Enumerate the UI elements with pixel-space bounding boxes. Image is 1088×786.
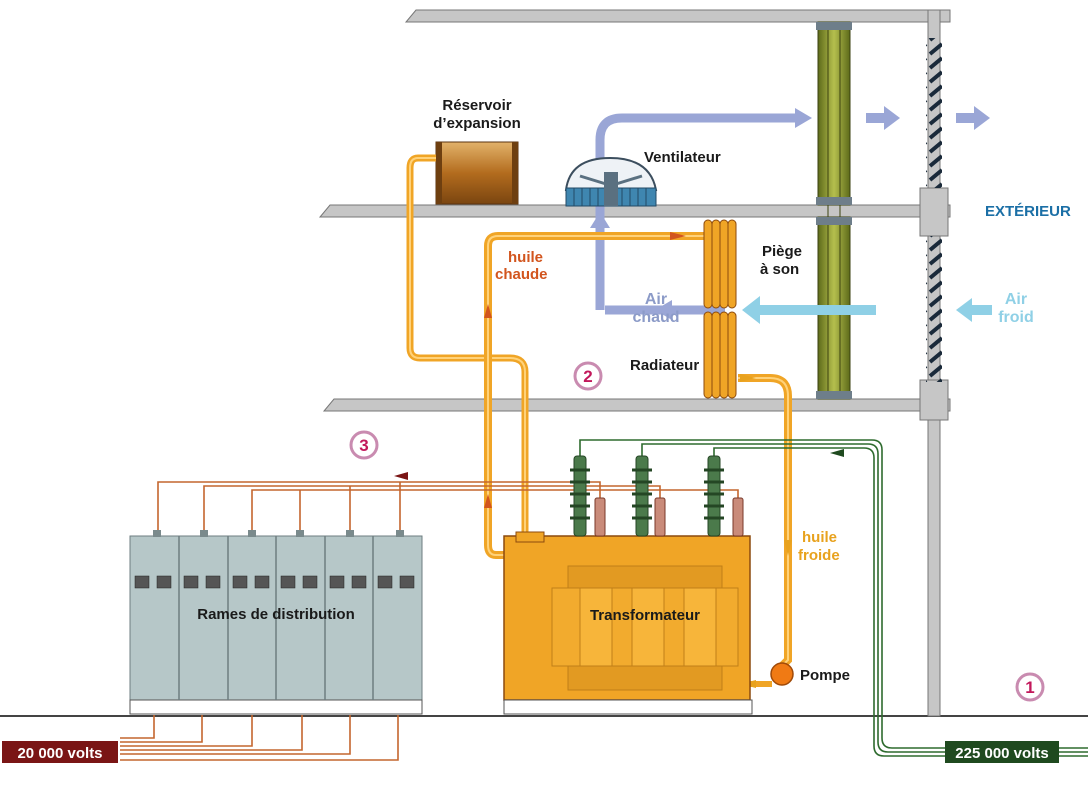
cabinets-label: Rames de distribution (197, 606, 355, 623)
hot-oil-label: chaude (495, 266, 548, 283)
step-number-3: 3 (359, 436, 368, 455)
expansion-pipe-core (409, 157, 526, 535)
low-voltage-label: 20 000 volts (17, 745, 102, 762)
low-voltage-badge (2, 741, 118, 763)
cold-oil-label: froide (798, 547, 840, 564)
cold-air-label: Air (1005, 291, 1027, 308)
hot-oil-label: huile (508, 249, 543, 266)
low-voltage-cables (157, 481, 739, 534)
expansion-reservoir (435, 141, 519, 205)
high-voltage-arrow (830, 449, 844, 457)
cold-oil-label: huile (802, 529, 837, 546)
sound-trap-label: à son (760, 261, 799, 278)
hot-oil-pipe-core (487, 235, 705, 556)
exterior-louvers (926, 236, 942, 382)
distribution-cabinets (129, 530, 423, 715)
pump-label: Pompe (800, 667, 850, 684)
step-markers (349, 361, 1045, 702)
high-voltage-label: 225 000 volts (955, 745, 1048, 762)
hv-bushing-fins (570, 468, 724, 520)
high-voltage-cables (579, 439, 945, 757)
cold-air-label: froid (998, 309, 1034, 326)
transformer-label: Transformateur (590, 607, 700, 624)
warm-air-arrows (590, 106, 990, 320)
step-number-1: 1 (1025, 678, 1034, 697)
reservoir-label: d’expansion (433, 115, 521, 132)
fan-icon (564, 156, 658, 207)
sound-trap-label: Piège (762, 243, 802, 260)
warm-air-label: chaud (632, 309, 679, 326)
low-voltage-output (120, 715, 399, 761)
exterior-louvers (926, 38, 942, 188)
hv-bushings (573, 455, 721, 537)
exterior-label: EXTÉRIEUR (985, 203, 1071, 220)
radiator-coils (703, 219, 737, 399)
cold-air-arrows (742, 296, 992, 324)
radiator-label: Radiateur (630, 357, 699, 374)
transformer (503, 531, 753, 715)
warm-air-label: Air (645, 291, 667, 308)
step-number-2: 2 (583, 367, 592, 386)
fan-label: Ventilateur (644, 149, 721, 166)
cold-oil-pipe-core (738, 377, 789, 673)
lv-bushings (594, 497, 744, 537)
oil-arrows (484, 232, 792, 688)
reservoir-label: Réservoir (442, 97, 511, 114)
pump-icon (770, 662, 794, 686)
low-voltage-arrow (394, 472, 408, 480)
high-voltage-badge (945, 741, 1059, 763)
